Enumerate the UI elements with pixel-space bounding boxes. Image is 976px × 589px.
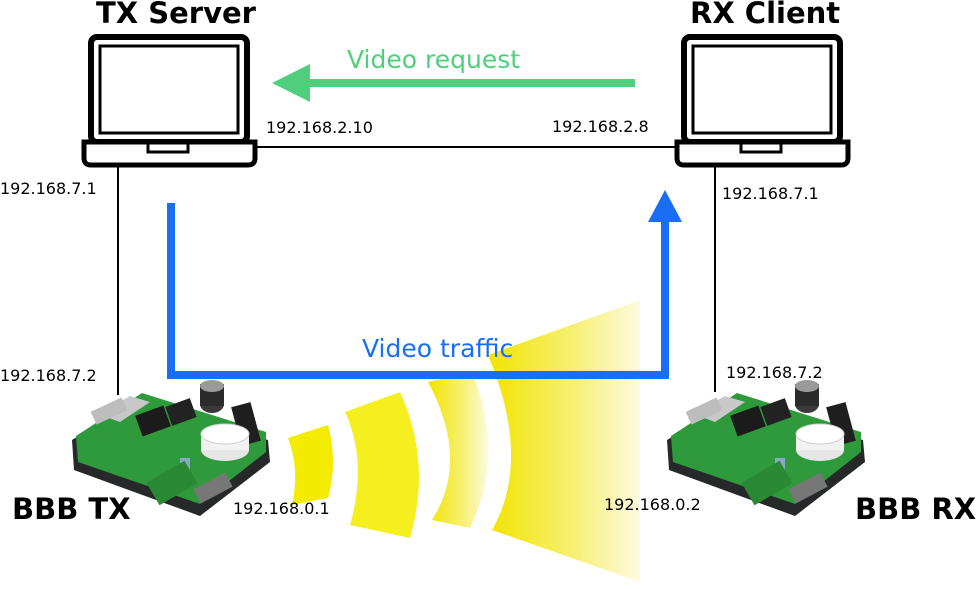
video-traffic-label: Video traffic	[362, 334, 514, 363]
tx-server-title: TX Server	[96, 0, 256, 30]
bbb-tx-board-icon	[72, 380, 270, 516]
video-request-arrow	[272, 64, 635, 102]
tx-usb-host-ip: 192.168.7.1	[0, 179, 97, 198]
rx-usb-board-ip: 192.168.7.2	[726, 363, 823, 382]
rx-radio-ip: 192.168.0.2	[604, 495, 701, 514]
wireless-signal-icon	[288, 300, 640, 582]
bbb-tx-title: BBB TX	[12, 492, 131, 526]
tx-laptop-icon	[81, 34, 258, 168]
bbb-rx-board-icon	[667, 380, 865, 516]
video-request-label: Video request	[347, 45, 521, 74]
bbb-rx-title: BBB RX	[855, 492, 976, 526]
tx-lan-ip: 192.168.2.10	[266, 118, 373, 137]
rx-client-title: RX Client	[690, 0, 841, 30]
video-traffic-arrow	[167, 190, 682, 379]
tx-usb-board-ip: 192.168.7.2	[0, 366, 97, 385]
rx-laptop-icon	[674, 34, 851, 168]
tx-radio-ip: 192.168.0.1	[233, 499, 330, 518]
rx-lan-ip: 192.168.2.8	[552, 117, 649, 136]
rx-usb-host-ip: 192.168.7.1	[722, 184, 819, 203]
